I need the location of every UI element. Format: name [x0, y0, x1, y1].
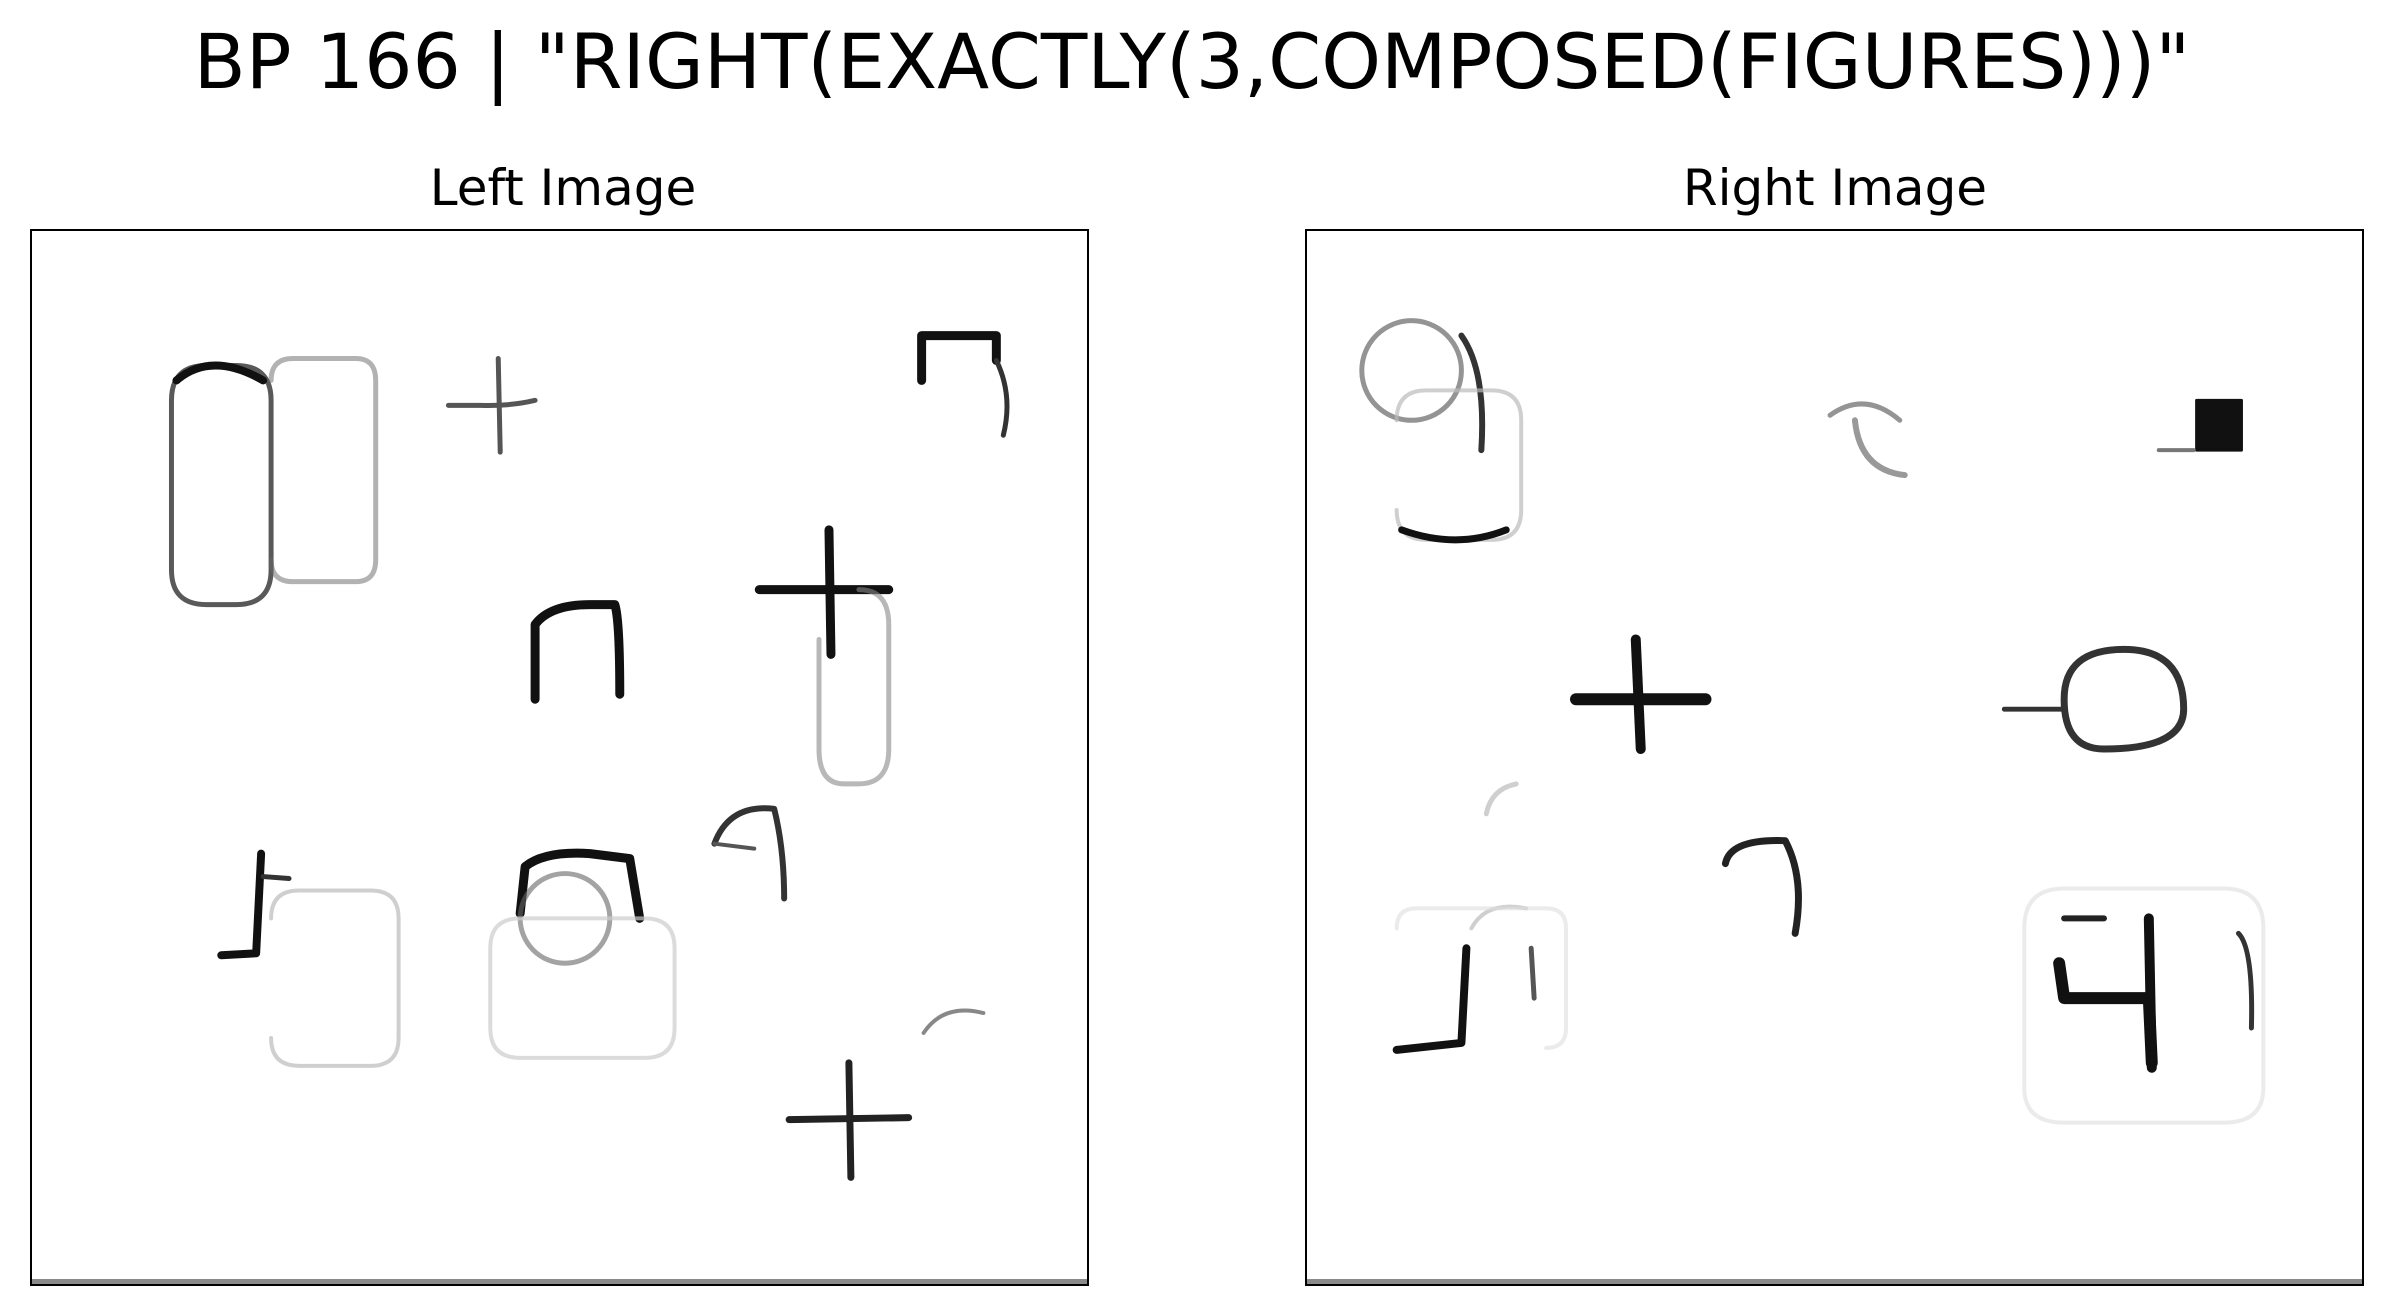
left-small-plus-hook — [445, 356, 538, 455]
right-image-panel — [1305, 229, 2364, 1286]
left-plus-with-capsule — [754, 525, 894, 787]
left-image-panel — [30, 229, 1089, 1286]
left-composed-figure-capsules — [168, 356, 379, 608]
right-capsule-figure — [2022, 886, 2266, 1125]
right-circle-capsule-figure — [1359, 318, 1524, 544]
right-circle-figure — [2001, 645, 2188, 753]
right-bottom-left-figure — [1392, 904, 1569, 1054]
right-panel-title: Right Image — [1682, 159, 1988, 217]
right-cup-figure — [1827, 401, 1908, 479]
right-plus-figure — [1570, 634, 1712, 755]
left-arch-with-circle — [488, 848, 677, 1060]
right-square-figure — [2156, 398, 2243, 453]
left-bottom-plus — [785, 1059, 913, 1181]
right-small-hook — [1721, 837, 1802, 937]
left-small-arc — [921, 1008, 986, 1035]
left-panel-title: Left Image — [429, 159, 697, 217]
right-faint-arc — [1483, 781, 1519, 817]
left-image-drawing — [168, 331, 1010, 1181]
left-hook-bottom-left — [217, 849, 401, 1068]
figure-title: BP 166 | "RIGHT(EXACTLY(3,COMPOSED(FIGUR… — [193, 17, 2191, 106]
left-small-hook-middle — [711, 805, 788, 902]
left-arch-figure — [530, 600, 625, 704]
right-image-drawing — [1359, 318, 2266, 1125]
left-top-right-hook — [917, 331, 1010, 438]
